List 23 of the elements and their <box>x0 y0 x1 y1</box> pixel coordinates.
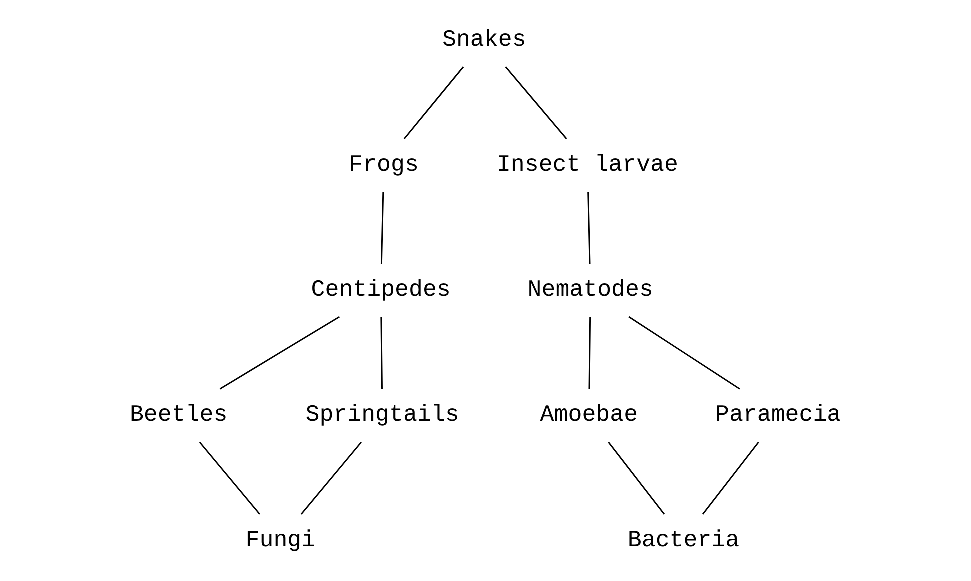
node-text: Nematodes <box>528 277 654 304</box>
node-text: Centipedes <box>311 277 451 304</box>
node-text: Insect larvae <box>496 152 678 178</box>
connector <box>702 442 760 515</box>
connector <box>505 66 568 140</box>
connector <box>404 66 464 140</box>
connector <box>199 442 261 515</box>
node-text: Fungi <box>246 527 316 554</box>
connector <box>300 442 362 515</box>
connector <box>588 317 592 390</box>
node-text: Bacteria <box>628 527 740 554</box>
node-text: Frogs <box>349 152 419 178</box>
node-text: Paramecia <box>716 402 842 428</box>
connector <box>608 442 666 515</box>
node-text: Snakes <box>442 26 526 53</box>
connector <box>588 192 591 264</box>
connector <box>380 192 384 264</box>
node-text: Springtails <box>306 402 460 428</box>
connector <box>628 316 740 390</box>
node-text: Beetles <box>130 402 228 428</box>
connector <box>220 316 340 390</box>
connector <box>380 317 383 390</box>
node-text: Amoebae <box>540 402 638 428</box>
